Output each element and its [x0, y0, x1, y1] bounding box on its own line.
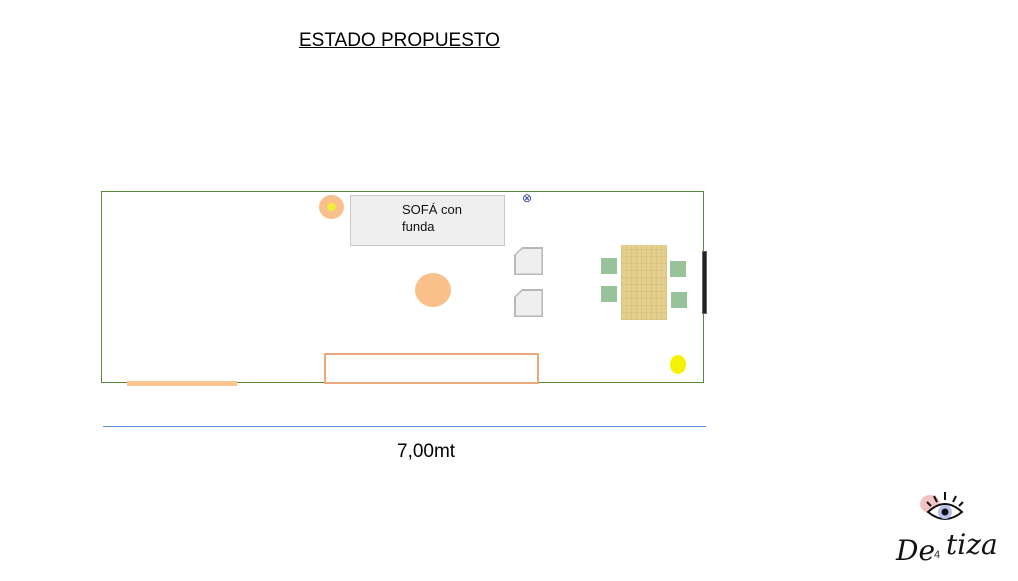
dining-chair [671, 292, 687, 308]
sofa-label-line1: SOFÁ con [402, 202, 462, 217]
dining-chair [601, 286, 617, 302]
ceiling-light-icon [670, 355, 686, 374]
sofa-label-line2: funda [402, 219, 435, 234]
sofa-label: SOFÁ con funda [402, 201, 482, 235]
svg-text:tiza: tiza [946, 528, 998, 561]
socket-icon: ⊗ [521, 191, 533, 205]
dimension-line [103, 426, 706, 427]
dining-chair [670, 261, 686, 277]
dining-table [621, 245, 667, 320]
round-rug [415, 273, 451, 307]
eye-icon: De 4 tiza [895, 492, 998, 567]
door-opening [127, 381, 237, 386]
brand-logo: De 4 tiza [890, 488, 1010, 576]
wall-tv [702, 251, 707, 314]
dining-chair [601, 258, 617, 274]
svg-text:De: De [895, 534, 935, 567]
dimension-label: 7,00mt [397, 441, 456, 462]
page-title: ESTADO PROPUESTO [299, 30, 500, 51]
sideboard-cabinet [324, 353, 539, 384]
svg-text:4: 4 [934, 549, 940, 561]
sofa [350, 195, 505, 246]
lamp-bulb-icon [327, 203, 336, 211]
